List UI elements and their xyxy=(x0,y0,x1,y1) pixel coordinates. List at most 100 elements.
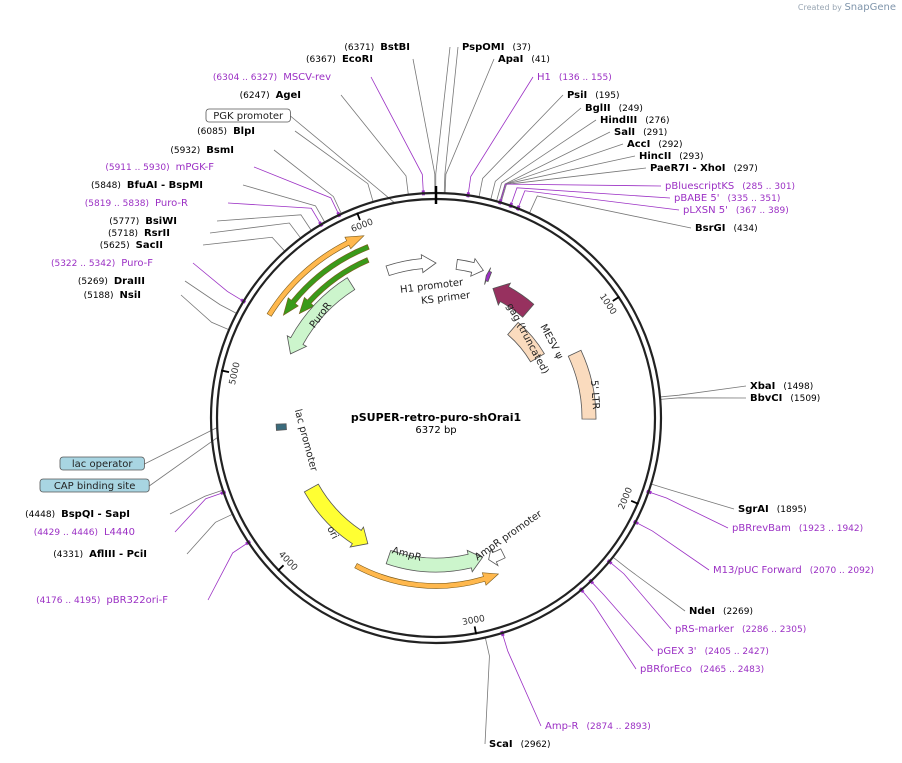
annotation-position: (285 .. 301) xyxy=(742,182,795,192)
enzyme-rsrii: (5718)RsrII xyxy=(108,228,170,239)
annotation-leader xyxy=(174,492,224,533)
annotation-leader xyxy=(184,280,237,314)
primer-m13-puc-forward: M13/pUC Forward(2070 .. 2092) xyxy=(713,565,874,576)
annotation-position: (2874 .. 2893) xyxy=(587,722,651,732)
feature-puror xyxy=(286,277,356,355)
box-leader xyxy=(144,427,218,465)
annotation-name: BglII xyxy=(585,103,611,114)
annotation-name: pBluescriptKS xyxy=(665,181,734,192)
annotation-leader xyxy=(467,76,534,196)
primer-binding-arc xyxy=(354,563,500,589)
annotation-leader xyxy=(496,119,597,202)
feature-label-lac-promoter: lac promoter xyxy=(292,408,319,474)
enzyme-agei: (6247)AgeI xyxy=(240,90,301,101)
annotation-name: HincII xyxy=(639,151,671,162)
annotation-position: (6304 .. 6327) xyxy=(213,73,277,83)
annotation-name: PaeR7I - XhoI xyxy=(650,163,726,174)
primer-binding-arc xyxy=(282,244,370,316)
primer-h1: H1(136 .. 155) xyxy=(537,72,612,83)
annotation-name: MSCV-rev xyxy=(283,72,331,83)
annotation-leader xyxy=(650,483,735,510)
annotation-name: SgrAI xyxy=(738,504,769,515)
primer-mpgk-f: (5911 .. 5930)mPGK-F xyxy=(105,162,214,173)
annotation-leader xyxy=(412,58,436,194)
feature-gag-truncated xyxy=(492,282,535,318)
annotation-leader xyxy=(444,58,495,194)
enzyme-bfuai-bspmi: (5848)BfuAI - BspMI xyxy=(91,180,203,191)
annotation-leader xyxy=(490,107,582,200)
annotation-position: (249) xyxy=(619,104,643,114)
annotation-position: (2465 .. 2483) xyxy=(700,665,764,675)
enzyme-bsrgi: BsrGI(434) xyxy=(695,223,758,234)
annotation-name: pRS-marker xyxy=(675,624,735,635)
enzyme-ecori: (6367)EcoRI xyxy=(306,54,373,65)
annotation-position: (5625) xyxy=(100,241,130,251)
annotation-name: BsiWI xyxy=(145,216,177,227)
annotation-name: HindIII xyxy=(600,115,637,126)
annotation-leader xyxy=(294,130,374,203)
annotation-name: mPGK-F xyxy=(176,162,215,173)
ruler-tick-label: 3000 xyxy=(461,614,486,628)
annotation-leader xyxy=(253,166,340,216)
annotation-leader xyxy=(227,202,322,225)
annotation-position: (4429 .. 4446) xyxy=(34,528,98,538)
ruler-tick-label: 2000 xyxy=(617,486,635,511)
enzyme-sali: SalI(291) xyxy=(614,127,667,138)
annotation-leader xyxy=(169,489,224,515)
annotation-position: (367 .. 389) xyxy=(736,206,789,216)
annotation-position: (41) xyxy=(531,55,549,65)
primer-l4440: (4429 .. 4446)L4440 xyxy=(34,527,135,538)
ruler-tick xyxy=(277,564,285,572)
annotation-leader xyxy=(501,632,542,727)
enzyme-hincii: HincII(293) xyxy=(639,151,704,162)
feature-box-pgk-promoter xyxy=(205,108,291,123)
annotation-position: (6247) xyxy=(240,91,270,101)
ruler-tick xyxy=(630,499,639,505)
enzyme-bsmi: (5932)BsmI xyxy=(170,145,234,156)
annotation-leader xyxy=(510,187,671,206)
feature-pgk-promoter xyxy=(385,253,437,277)
feature-label-5-ltr: 5' LTR xyxy=(588,380,601,410)
feature-h1-promoter xyxy=(455,257,484,277)
annotation-leader xyxy=(216,214,312,231)
annotation-name: XbaI xyxy=(750,381,775,392)
annotation-name: pBRforEco xyxy=(640,664,692,675)
annotation-name: BlpI xyxy=(233,126,255,137)
annotation-name: BspQI - SapI xyxy=(61,509,130,520)
enzyme-bsiwi: (5777)BsiWI xyxy=(109,216,177,227)
annotation-position: (37) xyxy=(512,43,530,53)
feature-ks-primer xyxy=(484,267,493,285)
annotation-leader xyxy=(207,542,249,601)
enzyme-xbai: XbaI(1498) xyxy=(750,381,813,392)
annotation-name: BbvCI xyxy=(750,393,782,404)
enzyme-psii: PsiI(195) xyxy=(567,90,619,101)
annotation-position: (434) xyxy=(733,224,757,234)
ruler-tick xyxy=(473,626,478,635)
ruler-tick xyxy=(356,212,361,221)
annotation-name: NsiI xyxy=(120,290,141,301)
feature-box-label: lac operator xyxy=(72,459,133,470)
annotation-position: (5848) xyxy=(91,181,121,191)
annotation-leader xyxy=(209,222,302,239)
annotation-leader xyxy=(242,184,326,223)
feature-lac-promoter xyxy=(275,423,287,431)
annotation-position: (1895) xyxy=(777,505,807,515)
snapgene-credit: Created by SnapGene xyxy=(798,2,896,13)
enzyme-nsii: (5188)NsiI xyxy=(84,290,141,301)
enzyme-afliii-pcii: (4331)AflIII - PciI xyxy=(53,549,147,560)
annotation-name: H1 xyxy=(537,72,551,83)
annotation-position: (4448) xyxy=(25,510,55,520)
plasmid-size: 6372 bp xyxy=(415,425,456,436)
enzyme-apai: ApaI(41) xyxy=(498,54,550,65)
primer-pbluescriptks: pBluescriptKS (285 .. 301) xyxy=(665,181,795,192)
annotation-position: (6371) xyxy=(344,43,374,53)
primer-puro-f: (5322 .. 5342)Puro-F xyxy=(51,258,153,269)
enzyme-bglii: BglII (249) xyxy=(585,103,643,114)
enzyme-scai: ScaI(2962) xyxy=(489,739,551,750)
ruler-tick-label: 1000 xyxy=(597,292,618,317)
primer-plxsn-5: pLXSN 5'(367 .. 389) xyxy=(683,205,789,216)
annotation-position: (2962) xyxy=(521,740,551,750)
feature-mesv-psi xyxy=(507,321,545,363)
